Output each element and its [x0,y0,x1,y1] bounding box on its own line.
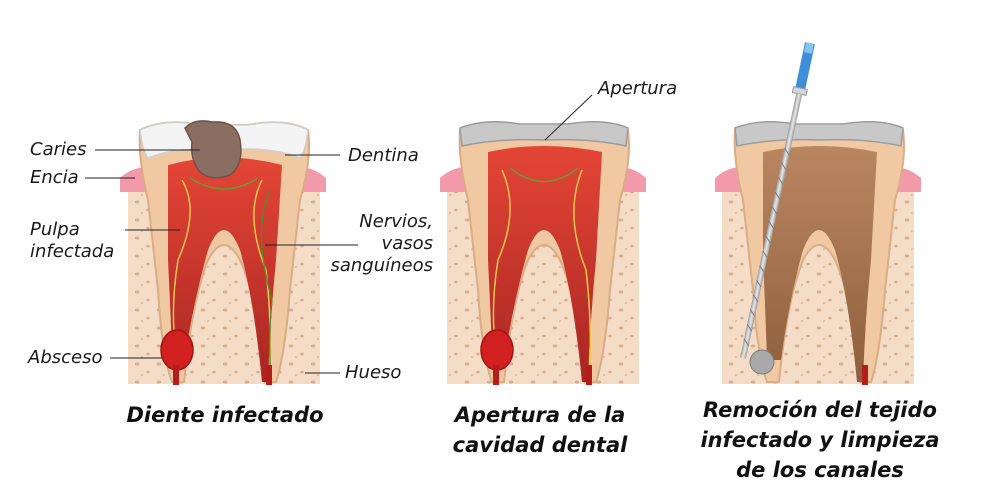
label-dentina: Dentina [348,145,419,167]
nerve-exit [173,365,179,385]
label-absceso: Absceso [28,347,102,369]
nerve-exit [493,365,499,385]
abscess [481,330,513,370]
caption-panel-1: Diente infectado [110,400,340,430]
nerve-exit [266,365,272,385]
abscess [161,330,193,370]
panel-infected-tooth [120,121,326,385]
panel-canal-cleaning [715,42,921,385]
label-encia: Encia [30,167,79,189]
label-apertura: Apertura [598,78,677,100]
nerve-exit [586,365,592,385]
label-caries: Caries [30,139,86,161]
label-pulpa-infectada: Pulpa infectada [30,219,114,263]
nerve-exit [862,365,868,385]
label-hueso: Hueso [345,362,401,384]
caption-panel-3: Remoción del tejido infectado y limpieza… [680,395,960,485]
panel-cavity-opening [440,122,646,385]
label-nervios: Nervios, vasos sanguíneos [327,211,433,277]
cleaned-canal-tip [750,350,774,374]
caption-panel-2: Apertura de la cavidad dental [420,400,660,460]
